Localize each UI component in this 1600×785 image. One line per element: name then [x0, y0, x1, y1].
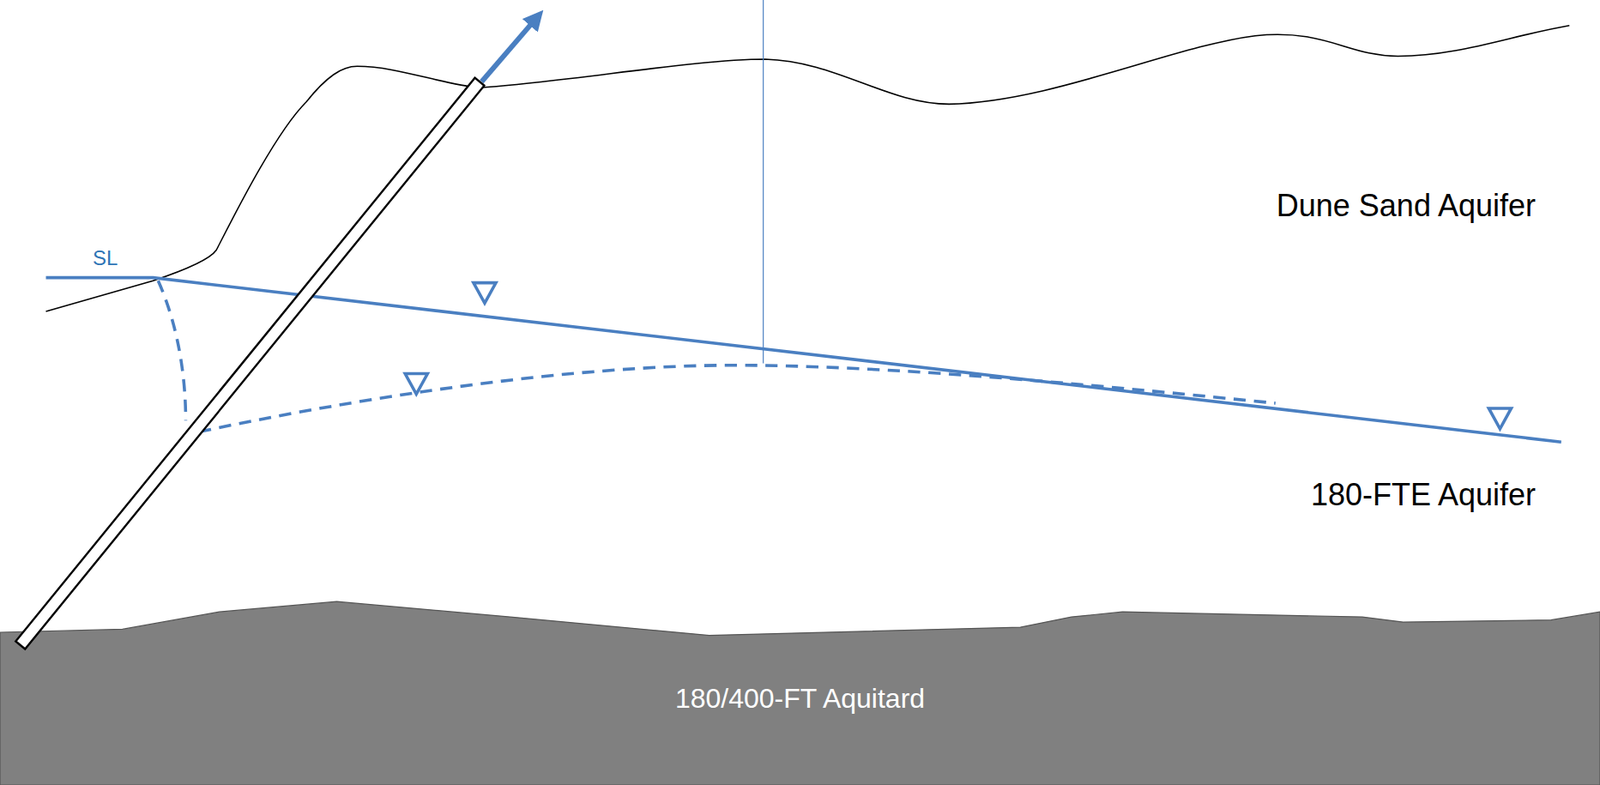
water-level-symbol [1488, 408, 1511, 429]
slant-well [15, 78, 484, 650]
layer-name: Dune Sand Aquifer [1276, 187, 1536, 224]
aquitard-fill [0, 601, 1600, 785]
section-line [762, 0, 764, 364]
lowered-water-table [157, 280, 1275, 432]
ground-surface [46, 25, 1570, 312]
layer-name: 180/400-FT Aquitard [675, 682, 925, 715]
flow-arrow [481, 22, 532, 82]
water-table [46, 277, 1562, 443]
aquitard-band: 180/400-FT Aquitard [0, 600, 1600, 785]
water-level-symbol [404, 373, 428, 394]
sea-level-label: SL [92, 246, 118, 271]
layer-name: 180-FTE Aquifer [1310, 476, 1536, 514]
water-level-symbol [473, 283, 496, 304]
